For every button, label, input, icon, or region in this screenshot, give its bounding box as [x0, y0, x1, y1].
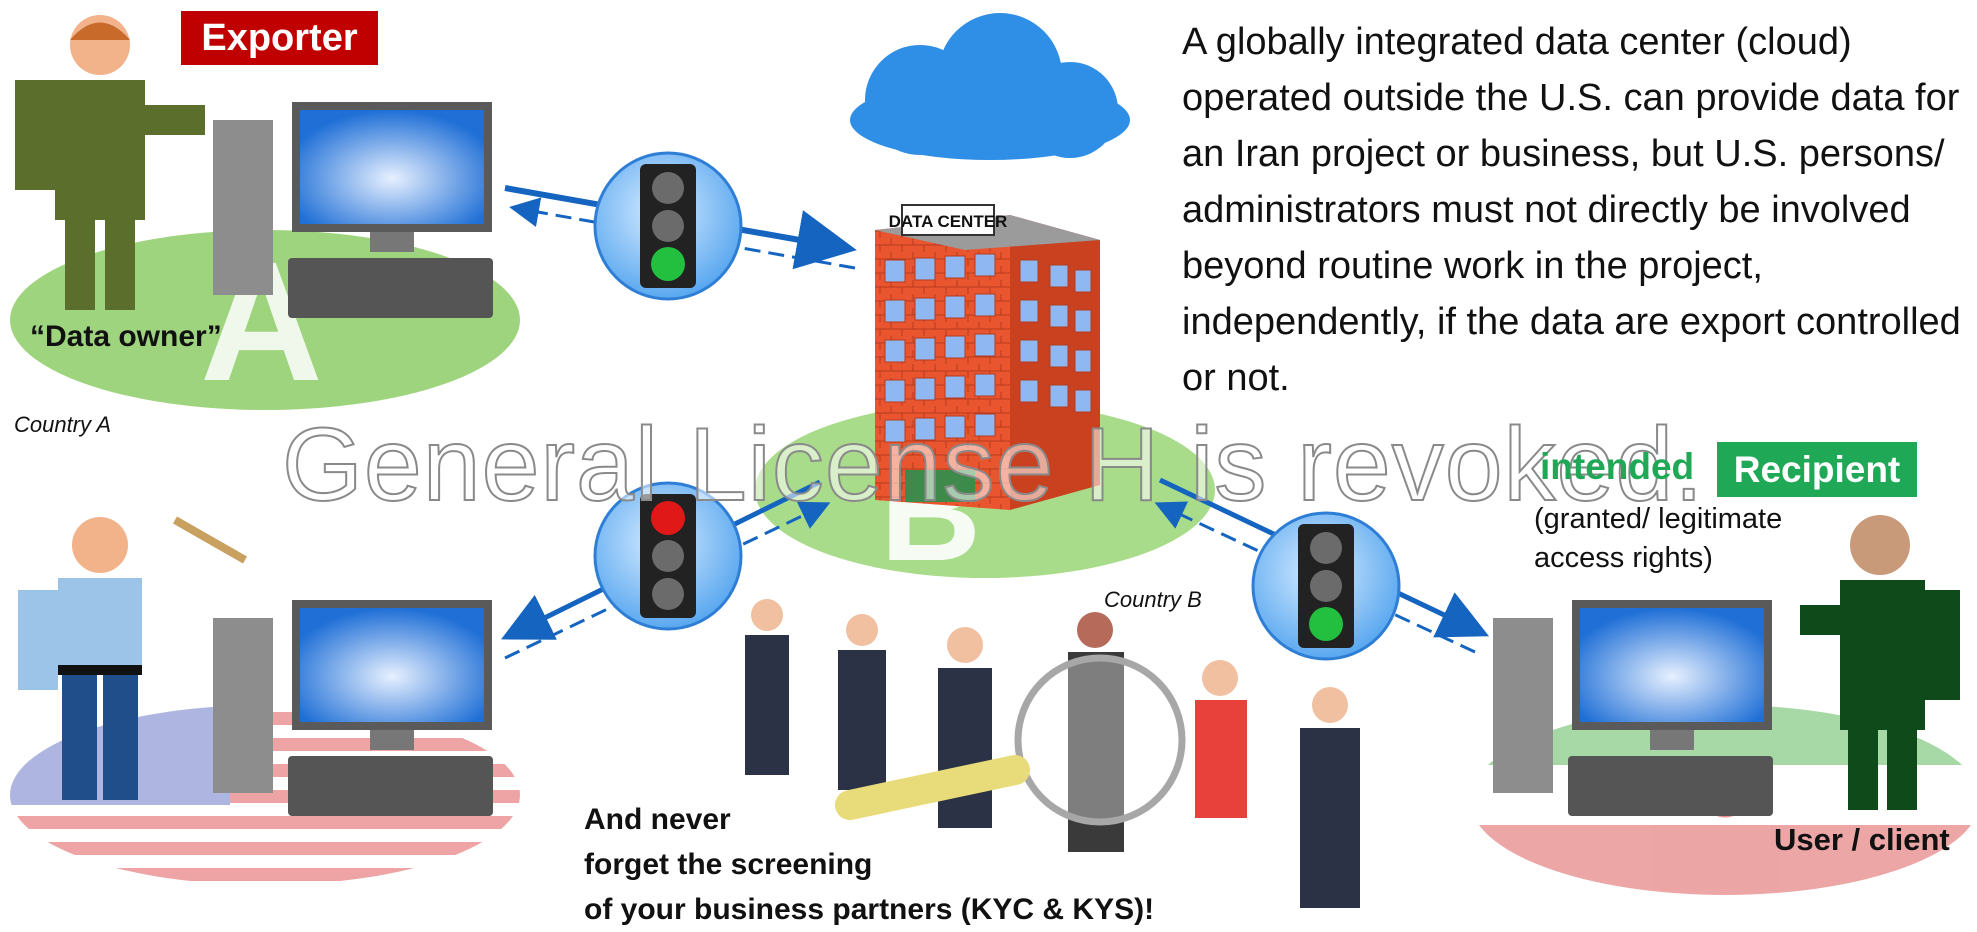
exporter-badge: Exporter [181, 11, 378, 65]
traffic-light-icon [1251, 511, 1401, 661]
business-partners-group [745, 599, 1360, 908]
screening-warning: And never forget the screening of your b… [584, 803, 1155, 926]
traffic-light-icon [593, 151, 743, 301]
user-client-label: User / client [1774, 822, 1950, 857]
data-owner-label: “Data owner” [30, 320, 222, 353]
us-administrator-person [18, 516, 247, 800]
computer-icon [213, 600, 493, 816]
data-center-sign: DATA CENTER [889, 212, 1008, 231]
access-rights-note: (granted/ legitimate access rights) [1534, 503, 1783, 574]
recipient-person [1800, 515, 1960, 810]
computer-icon [1493, 600, 1773, 816]
country-b-label: Country B [1104, 587, 1202, 612]
computer-icon [213, 102, 493, 318]
country-a-label: Country A [14, 412, 112, 437]
magnifier-icon [835, 654, 1186, 826]
data-center-building-icon [875, 204, 1100, 510]
traffic-light-icon [593, 481, 743, 631]
exporter-person [15, 15, 205, 310]
cloud-icon [850, 13, 1130, 160]
intended-label: intended [1540, 446, 1695, 487]
intro-text: A globally integrated data center (cloud… [1182, 21, 1961, 399]
revoked-watermark: General License H is revoked. [281, 406, 1705, 524]
recipient-badge: Recipient [1717, 442, 1917, 497]
